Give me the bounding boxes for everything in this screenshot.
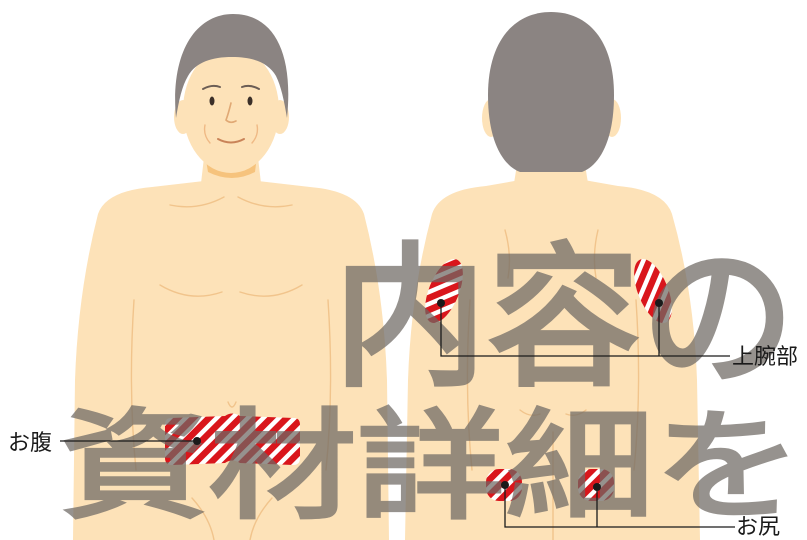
watermark-line-1: 内容の bbox=[333, 228, 795, 409]
callout-dot-right-upper-arm bbox=[655, 299, 663, 307]
front-face bbox=[183, 47, 279, 173]
label-upper-arm: 上腕部 bbox=[732, 345, 798, 370]
callout-dot-left-buttock bbox=[501, 481, 509, 489]
front-right-eye bbox=[248, 97, 253, 106]
front-left-eye bbox=[210, 97, 215, 106]
callout-dot-right-buttock bbox=[593, 483, 601, 491]
back-hair bbox=[488, 12, 614, 172]
label-abdomen: お腹 bbox=[8, 431, 52, 456]
label-buttocks: お尻 bbox=[736, 515, 780, 540]
watermark-line-2: 資材詳細を bbox=[60, 398, 802, 537]
callout-dot-left-upper-arm bbox=[437, 299, 445, 307]
callout-dot-abdomen bbox=[193, 437, 201, 445]
